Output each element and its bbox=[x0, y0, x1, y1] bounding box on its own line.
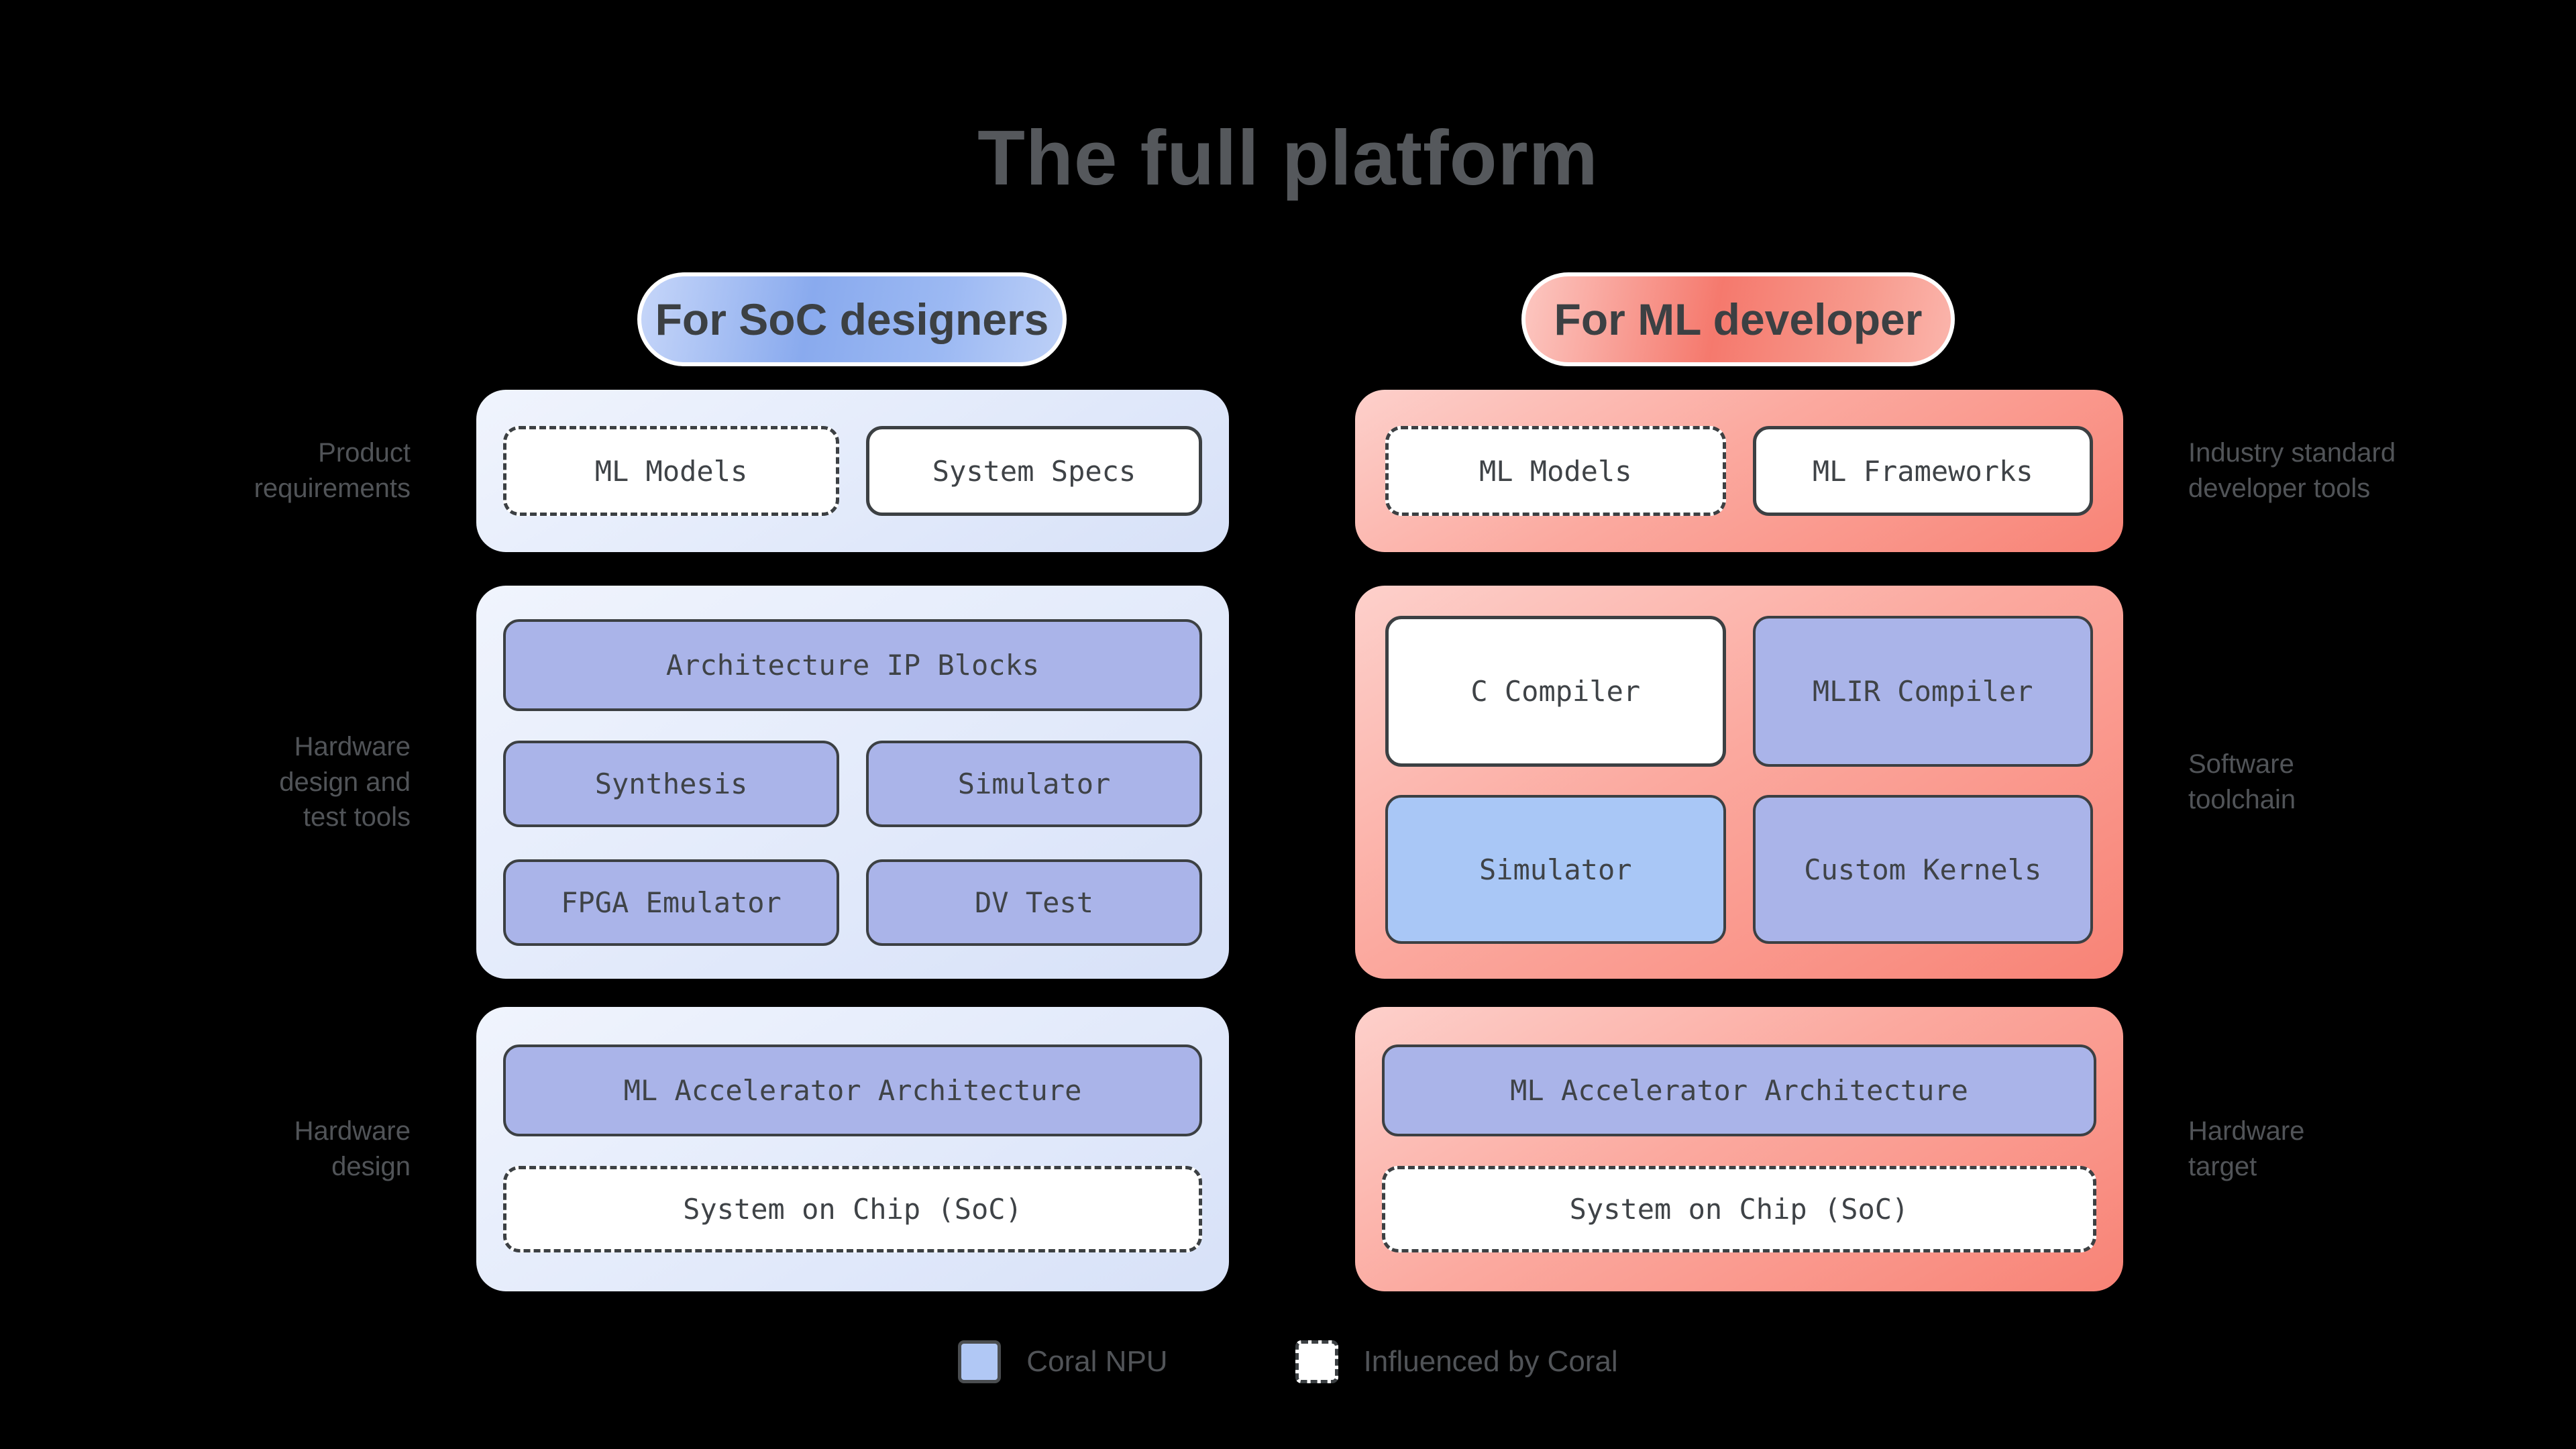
side-label-hardware-design-and-test-tools: Hardware design and test tools bbox=[279, 731, 411, 833]
box-synthesis: Synthesis bbox=[503, 741, 839, 827]
legend-item-coral-npu: Coral NPU bbox=[958, 1340, 1168, 1383]
pill-for-soc-designers-label: For SoC designers bbox=[655, 294, 1049, 344]
box-ml-ml-accelerator-architecture-label: ML Accelerator Architecture bbox=[1510, 1074, 1968, 1107]
box-soc-system-specs: System Specs bbox=[866, 426, 1202, 516]
side-label-hardware-design: Hardware design bbox=[294, 1116, 411, 1181]
box-soc-system-on-chip-label: System on Chip (SoC) bbox=[683, 1193, 1022, 1226]
box-architecture-ip-blocks: Architecture IP Blocks bbox=[503, 619, 1202, 711]
legend-label-influenced-by-coral: Influenced by Coral bbox=[1363, 1345, 1618, 1378]
box-soc-simulator: Simulator bbox=[866, 741, 1202, 827]
box-ml-simulator-label: Simulator bbox=[1479, 853, 1632, 886]
box-soc-ml-accelerator-architecture: ML Accelerator Architecture bbox=[503, 1044, 1202, 1136]
box-synthesis-label: Synthesis bbox=[594, 767, 748, 800]
box-soc-simulator-label: Simulator bbox=[957, 767, 1111, 800]
panel-soc-hardware-design-tools: Architecture IP Blocks Synthesis Simulat… bbox=[476, 586, 1229, 979]
influenced-by-coral-swatch bbox=[1295, 1340, 1338, 1383]
page-title: The full platform bbox=[977, 114, 1599, 201]
box-ml-frameworks-label: ML Frameworks bbox=[1812, 454, 2033, 488]
box-fpga-emulator: FPGA Emulator bbox=[503, 859, 839, 946]
box-soc-system-specs-label: System Specs bbox=[932, 454, 1136, 488]
pill-for-soc-designers: For SoC designers bbox=[637, 272, 1067, 366]
box-ml-ml-models-label: ML Models bbox=[1479, 454, 1632, 488]
box-ml-simulator: Simulator bbox=[1385, 795, 1726, 944]
box-ml-system-on-chip: System on Chip (SoC) bbox=[1382, 1166, 2096, 1252]
box-architecture-ip-blocks-label: Architecture IP Blocks bbox=[665, 649, 1040, 682]
side-label-software-toolchain: Software toolchain bbox=[2188, 749, 2296, 814]
box-c-compiler-label: C Compiler bbox=[1470, 675, 1641, 708]
box-soc-system-on-chip: System on Chip (SoC) bbox=[503, 1166, 1202, 1252]
pill-for-ml-developer-label: For ML developer bbox=[1554, 294, 1923, 344]
panel-soc-hardware-design: ML Accelerator Architecture System on Ch… bbox=[476, 1007, 1229, 1291]
box-ml-ml-models: ML Models bbox=[1385, 426, 1726, 516]
soc-tools-row-1: Synthesis Simulator bbox=[503, 741, 1202, 827]
panel-ml-developer-tools: ML Models ML Frameworks bbox=[1355, 390, 2123, 552]
side-label-industry-standard-developer-tools: Industry standard developer tools bbox=[2188, 438, 2396, 503]
box-soc-ml-models-label: ML Models bbox=[594, 454, 748, 488]
box-c-compiler: C Compiler bbox=[1385, 616, 1726, 767]
legend-label-coral-npu: Coral NPU bbox=[1026, 1345, 1168, 1378]
box-dv-test: DV Test bbox=[866, 859, 1202, 946]
panel-soc-product-requirements: ML Models System Specs bbox=[476, 390, 1229, 552]
box-dv-test-label: DV Test bbox=[974, 886, 1093, 919]
box-ml-frameworks: ML Frameworks bbox=[1752, 426, 2093, 516]
box-fpga-emulator-label: FPGA Emulator bbox=[561, 886, 782, 919]
panel-ml-software-toolchain: C Compiler MLIR Compiler Simulator Custo… bbox=[1355, 586, 2123, 979]
box-mlir-compiler-label: MLIR Compiler bbox=[1812, 675, 2033, 708]
box-mlir-compiler: MLIR Compiler bbox=[1752, 616, 2093, 767]
legend: Coral NPU Influenced by Coral bbox=[0, 1340, 2576, 1383]
box-soc-ml-accelerator-architecture-label: ML Accelerator Architecture bbox=[623, 1074, 1082, 1107]
box-custom-kernels: Custom Kernels bbox=[1752, 795, 2093, 944]
legend-item-influenced-by-coral: Influenced by Coral bbox=[1295, 1340, 1618, 1383]
side-label-product-requirements: Product requirements bbox=[254, 438, 411, 503]
box-custom-kernels-label: Custom Kernels bbox=[1804, 853, 2042, 886]
box-ml-ml-accelerator-architecture: ML Accelerator Architecture bbox=[1382, 1044, 2096, 1136]
pill-for-ml-developer: For ML developer bbox=[1521, 272, 1955, 366]
box-soc-ml-models: ML Models bbox=[503, 426, 839, 516]
soc-tools-row-2: FPGA Emulator DV Test bbox=[503, 859, 1202, 946]
panel-ml-hardware-target: ML Accelerator Architecture System on Ch… bbox=[1355, 1007, 2123, 1291]
coral-npu-swatch bbox=[958, 1340, 1002, 1383]
side-label-hardware-target: Hardware target bbox=[2188, 1116, 2305, 1181]
box-ml-system-on-chip-label: System on Chip (SoC) bbox=[1569, 1193, 1909, 1226]
